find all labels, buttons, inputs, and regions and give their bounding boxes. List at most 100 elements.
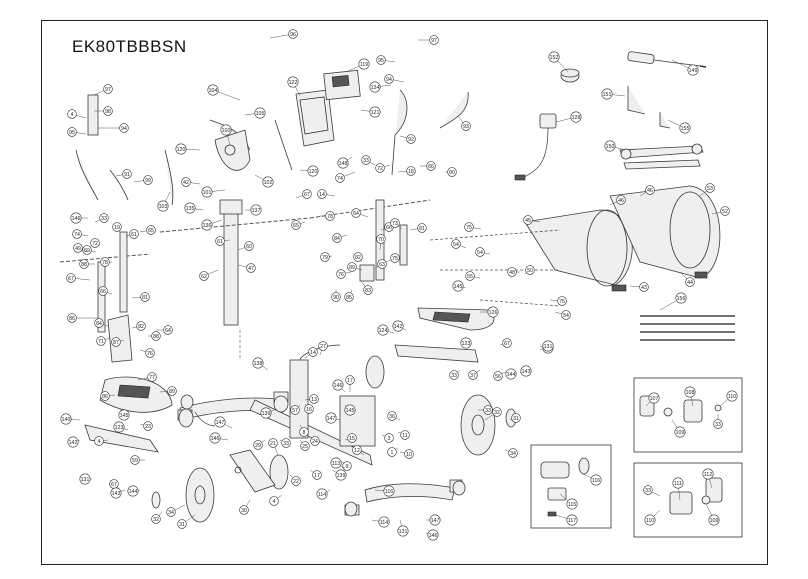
part-number-label: 67: [504, 341, 510, 347]
part-number-label: 75: [559, 299, 565, 305]
part-callout-bubble: [429, 35, 439, 45]
part-callout-bubble: [127, 485, 139, 497]
part-callout-bubble: [332, 379, 344, 391]
part-number-label: 56: [495, 374, 501, 380]
part-callout-bubble: [201, 186, 213, 198]
part-callout-bubble: [250, 204, 262, 216]
part-callout-bubble: [320, 252, 330, 262]
part-callout-bubble: [252, 357, 264, 369]
part-number-label: 54: [453, 242, 459, 248]
part-callout-bubble: [352, 445, 362, 455]
part-number-label: 150: [606, 144, 615, 150]
pedals: [84, 307, 495, 453]
part-number-label: 88: [153, 334, 159, 340]
part-number-label: 57: [292, 408, 298, 414]
part-callout-bubble: [643, 485, 653, 495]
part-number-label: 91: [124, 172, 130, 178]
part-callout-bubble: [604, 140, 616, 152]
part-callout-bubble: [505, 368, 517, 380]
part-callout-bubble: [511, 413, 521, 423]
part-number-label: 76: [147, 351, 153, 357]
part-callout-bubble: [335, 173, 345, 183]
part-number-label: 69: [84, 248, 90, 254]
part-number-label: 14: [310, 350, 316, 356]
part-callout-bubble: [90, 238, 100, 248]
part-number-label: 46: [647, 188, 653, 194]
part-callout-bubble: [287, 76, 299, 88]
part-callout-bubble: [79, 259, 89, 269]
part-callout-bubble: [332, 233, 342, 243]
part-number-label: 12: [354, 448, 360, 454]
part-callout-bubble: [461, 121, 471, 131]
part-number-label: 47: [248, 266, 254, 272]
part-callout-bubble: [325, 211, 335, 221]
part-callout-bubble: [268, 438, 278, 448]
part-callout-bubble: [492, 407, 502, 417]
part-callout-bubble: [103, 106, 113, 116]
part-number-label: 54: [563, 313, 569, 319]
part-callout-bubble: [73, 243, 83, 253]
part-callout-bubble: [330, 457, 342, 469]
part-number-label: 98: [105, 109, 111, 115]
part-number-label: 15: [349, 436, 355, 442]
part-number-label: 66: [386, 225, 392, 231]
part-number-label: 94: [386, 77, 392, 83]
part-number-label: 81: [142, 295, 148, 301]
part-number-label: 64: [165, 328, 171, 334]
part-callout-bubble: [502, 338, 512, 348]
part-callout-bubble: [310, 436, 320, 446]
frame-upright-part: [289, 359, 309, 439]
part-number-label: 112: [704, 472, 712, 478]
part-callout-bubble: [387, 411, 397, 421]
part-number-label: 60: [246, 244, 252, 250]
part-number-label: 120: [177, 147, 186, 153]
detail-box-3: [633, 462, 743, 538]
part-number-label: 134: [371, 85, 380, 91]
part-number-label: 143: [112, 491, 121, 497]
part-callout-bubble: [96, 336, 106, 346]
part-callout-bubble: [460, 337, 472, 349]
part-number-label: 52: [722, 209, 728, 215]
part-number-label: 74: [337, 176, 343, 182]
part-number-label: 49: [75, 246, 81, 252]
handle-center-part: [214, 129, 251, 171]
part-number-label: 126: [489, 310, 498, 316]
part-number-label: 84: [334, 236, 340, 242]
part-callout-bubble: [215, 236, 225, 246]
part-number-label: 64: [353, 211, 359, 217]
part-callout-bubble: [253, 440, 263, 450]
part-callout-bubble: [384, 74, 394, 84]
part-callout-bubble: [308, 347, 318, 357]
part-number-label: 50: [527, 268, 533, 274]
part-number-label: 81: [419, 226, 425, 232]
part-number-label: 65: [148, 228, 154, 234]
part-number-label: 123: [462, 341, 471, 347]
hex-key-small-part: [659, 112, 671, 129]
part-callout-bubble: [67, 109, 77, 119]
part-number-label: 140: [62, 417, 71, 423]
part-number-label: 115: [568, 502, 576, 508]
part-callout-bubble: [648, 392, 660, 404]
part-number-label: 97: [105, 87, 111, 93]
part-callout-bubble: [184, 202, 196, 214]
part-callout-bubble: [672, 477, 684, 489]
part-number-label: 32: [494, 410, 500, 416]
part-number-label: 1: [391, 450, 394, 456]
part-number-label: 96: [290, 32, 296, 38]
part-callout-bubble: [347, 262, 357, 272]
part-number-label: 72: [377, 166, 383, 172]
part-number-label: 19: [114, 225, 120, 231]
part-callout-bubble: [288, 29, 298, 39]
part-number-label: 147: [216, 420, 225, 426]
part-callout-bubble: [363, 285, 373, 295]
part-callout-bubble: [520, 365, 532, 377]
part-callout-bubble: [79, 473, 91, 485]
part-callout-bubble: [375, 163, 385, 173]
part-number-label: 105: [256, 111, 265, 117]
part-callout-bubble: [426, 161, 436, 171]
part-number-label: 31: [513, 416, 519, 422]
part-number-label: 4: [273, 499, 276, 505]
cross-axle-line: [159, 217, 311, 233]
part-callout-bubble: [167, 386, 177, 396]
part-number-label: 95: [378, 58, 384, 64]
